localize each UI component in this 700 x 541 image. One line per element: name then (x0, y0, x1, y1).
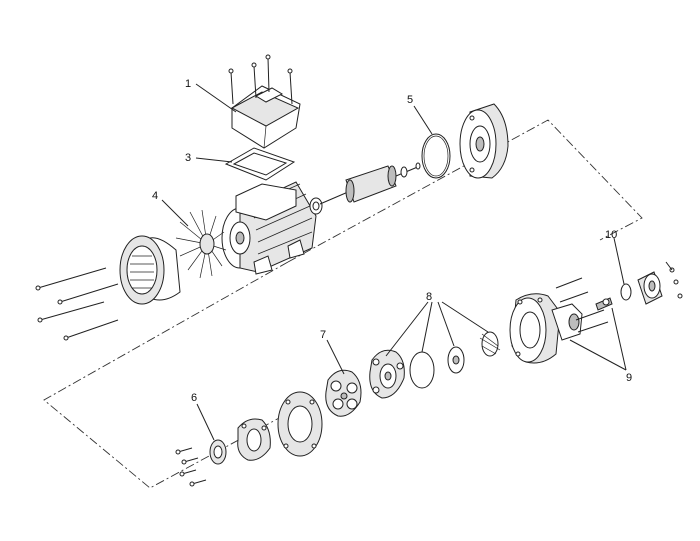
o-ring (421, 133, 451, 179)
assembly-axis-lines (43, 119, 643, 489)
terminal-box-gasket (224, 147, 296, 181)
motor-end-flange (459, 103, 509, 179)
leader-lines (161, 83, 627, 441)
callout-6: 6 (191, 392, 197, 404)
impeller-disc (447, 346, 465, 374)
diffuser-stage (369, 349, 405, 399)
pump-bolts (555, 277, 613, 333)
pump-body (509, 293, 583, 364)
callout-9: 9 (626, 372, 632, 384)
shaft-seal-assembly (637, 261, 683, 305)
suction-cover (237, 418, 271, 461)
callout-3: 3 (185, 152, 191, 164)
motor-housing (221, 181, 317, 275)
callout-1: 1 (185, 78, 191, 90)
ring-10 (620, 283, 632, 301)
cover-screws (228, 54, 293, 105)
o-ring-8 (409, 351, 435, 389)
callout-5: 5 (407, 94, 413, 106)
callout-labels: 1 3 4 5 6 7 8 9 10 (152, 78, 632, 404)
callout-7: 7 (320, 329, 326, 341)
flange-plate (277, 391, 323, 457)
bearing (209, 439, 227, 465)
rotor-shaft (309, 162, 421, 215)
impeller-stage (325, 369, 362, 417)
fan-cover (119, 235, 181, 305)
callout-4: 4 (152, 190, 158, 202)
callout-10: 10 (605, 229, 617, 241)
tie-rods (35, 267, 119, 341)
mechanical-seal (479, 331, 501, 357)
callout-8: 8 (426, 291, 432, 303)
cooling-fan (175, 209, 227, 279)
small-screws (175, 447, 207, 487)
terminal-box-cover (230, 85, 301, 149)
